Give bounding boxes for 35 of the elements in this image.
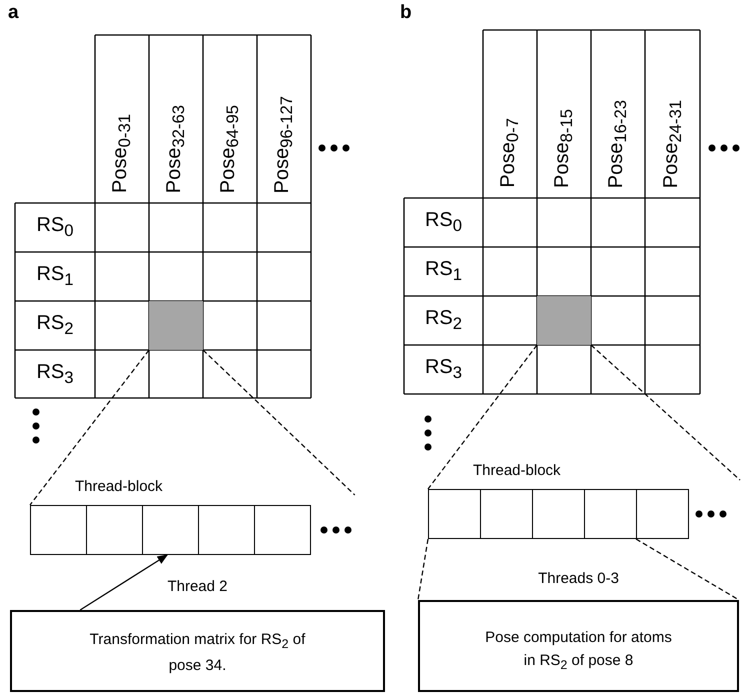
highlighted-cell	[537, 296, 591, 345]
thread-cell	[532, 489, 585, 539]
block-label: Thread-block	[473, 462, 561, 479]
block-label: Thread-block	[75, 478, 163, 495]
row-header: RS$_{1}$	[424, 258, 462, 285]
arrow	[80, 554, 168, 610]
thread-cell	[480, 489, 533, 539]
thread-label: Threads 0-3	[538, 570, 619, 587]
panel-label: a	[8, 2, 19, 24]
description-panel: Transformation matrix for RS$_{2}$ of pose 34.	[10, 610, 385, 692]
row-header: RS$_{3}$	[424, 356, 462, 383]
zoom-line	[590, 344, 740, 480]
panel-label: b	[400, 2, 412, 24]
thread-cell	[142, 505, 199, 555]
zoom-line	[428, 344, 538, 490]
thread-label: Thread 2	[167, 578, 228, 595]
row-header: RS$_{0}$	[424, 209, 462, 236]
row-header: RS$_{2}$	[36, 312, 74, 339]
thread-cell	[584, 489, 637, 539]
thread-cell	[254, 505, 311, 555]
row-header: RS$_{3}$	[36, 360, 74, 388]
zoom-line	[202, 350, 356, 496]
thread-cell	[428, 489, 481, 539]
zoom-line	[636, 538, 740, 601]
thread-cell	[198, 505, 255, 555]
thread-cell	[86, 505, 143, 555]
row-header: RS$_{2}$	[424, 307, 462, 334]
zoom-line	[417, 538, 429, 600]
thread-cell	[30, 505, 87, 555]
thread-cell	[636, 489, 689, 539]
zoom-line	[30, 350, 150, 506]
row-header: RS$_{1}$	[36, 263, 74, 290]
description-panel: Pose computation for atoms in RS$_{2}$ of pose 8	[418, 600, 739, 692]
row-header: RS$_{0}$	[36, 214, 74, 241]
highlighted-cell	[149, 301, 203, 350]
